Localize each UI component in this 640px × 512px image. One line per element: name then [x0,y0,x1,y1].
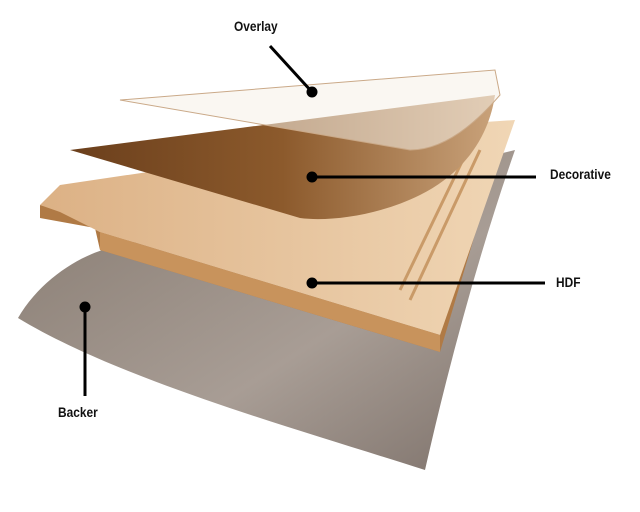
overlay-label: Overlay [234,18,278,34]
overlay-layer [119,69,501,151]
decorative-label: Decorative [550,166,611,182]
hdf-front-face [100,232,440,352]
backer-label: Backer [58,404,98,420]
hdf-label: HDF [556,274,581,290]
